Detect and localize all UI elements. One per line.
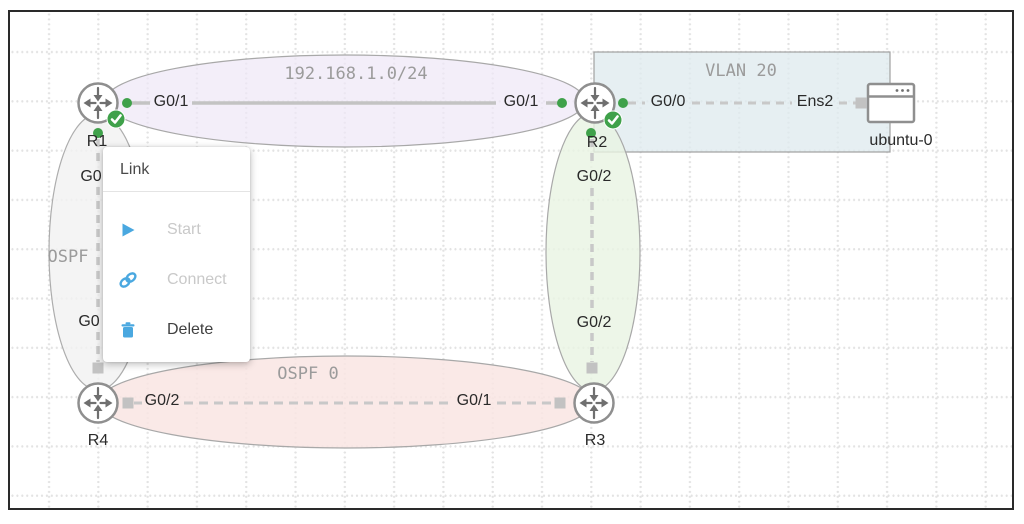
area-label-ospf0: OSPF 0 xyxy=(277,364,339,384)
router-node-r4[interactable] xyxy=(77,382,119,424)
interface-label-ubuntu-ens2: Ens2 xyxy=(796,93,834,110)
vm-node-ubuntu0[interactable] xyxy=(866,82,916,124)
context-menu-divider xyxy=(103,191,250,192)
interface-label-r4-g02: G0/2 xyxy=(144,392,180,409)
node-started-check-icon xyxy=(603,110,623,130)
window-dots-icon xyxy=(895,89,910,92)
link-status-up-dot xyxy=(93,128,103,138)
menu-item-label: Connect xyxy=(167,271,227,288)
node-label-r4: R4 xyxy=(87,432,109,449)
interface-label-r1-g01: G0/1 xyxy=(153,93,189,110)
link-status-up-dot xyxy=(586,128,596,138)
interface-label-r3-g02: G0/2 xyxy=(576,314,612,331)
play-icon xyxy=(117,221,139,239)
router-node-r3[interactable] xyxy=(573,382,615,424)
menu-item-connect[interactable]: Connect xyxy=(103,255,250,305)
area-label-ospf-left: OSPF xyxy=(47,247,89,267)
interface-label-r3-g01: G0/1 xyxy=(456,392,492,409)
interface-label-r2-g00: G0/0 xyxy=(650,93,686,110)
link-context-menu: Link Start xyxy=(103,147,250,362)
trash-icon xyxy=(117,321,139,339)
node-label-r3: R3 xyxy=(584,432,606,449)
menu-item-start[interactable]: Start xyxy=(103,205,250,255)
context-menu-title: Link xyxy=(120,161,150,178)
node-label-ubuntu0: ubuntu-0 xyxy=(869,132,933,149)
interface-label-r2-g02: G0/2 xyxy=(576,168,612,185)
area-label-subnet: 192.168.1.0/24 xyxy=(284,64,428,84)
interface-label-r4-up-partial: G0 xyxy=(78,313,100,330)
connect-icon xyxy=(117,270,139,290)
link-status-up-dot xyxy=(122,98,132,108)
area-label-vlan20: VLAN 20 xyxy=(705,61,777,81)
node-label-r1: R1 xyxy=(86,133,108,150)
node-label-r2: R2 xyxy=(586,134,608,151)
menu-item-delete[interactable]: Delete xyxy=(103,305,250,355)
menu-item-label: Delete xyxy=(167,321,214,338)
menu-item-label: Start xyxy=(167,221,201,238)
link-status-up-dot xyxy=(618,98,628,108)
link-status-up-dot xyxy=(557,98,567,108)
interface-label-r1-down-partial: G0 xyxy=(80,168,102,185)
link-status-down-square xyxy=(92,97,867,409)
interface-label-r2-g01: G0/1 xyxy=(503,93,539,110)
node-started-check-icon xyxy=(106,109,126,129)
